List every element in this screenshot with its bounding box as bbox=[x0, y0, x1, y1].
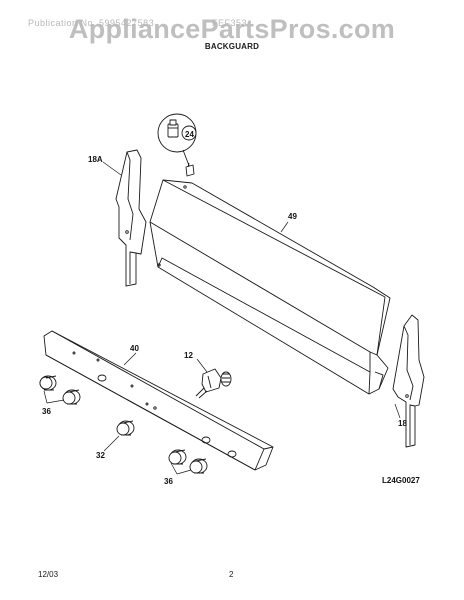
drawing-code: L24G0027 bbox=[382, 476, 420, 485]
callout-24: 24 bbox=[185, 130, 194, 139]
knob-2 bbox=[62, 389, 81, 405]
end-cap-right bbox=[392, 314, 425, 448]
switch-part bbox=[185, 162, 195, 177]
callout-49: 49 bbox=[288, 212, 297, 221]
callout-40: 40 bbox=[130, 344, 139, 353]
knob-4 bbox=[168, 449, 187, 465]
page-number: 2 bbox=[229, 570, 234, 579]
switch-assembly bbox=[195, 368, 232, 399]
knob-1 bbox=[39, 375, 57, 391]
watermark: AppliancePartsPros.com bbox=[68, 14, 396, 44]
callout-18a: 18A bbox=[88, 155, 103, 164]
callout-36-bottom: 36 bbox=[164, 477, 173, 486]
leader-lines bbox=[43, 161, 401, 475]
callout-36-left: 36 bbox=[42, 407, 51, 416]
callout-12: 12 bbox=[184, 351, 193, 360]
knob-3 bbox=[116, 420, 135, 436]
section-title: BACKGUARD bbox=[204, 42, 260, 51]
callout-18: 18 bbox=[398, 419, 407, 428]
backguard-panel bbox=[149, 179, 391, 395]
callout-32: 32 bbox=[96, 451, 105, 460]
knob-5 bbox=[189, 458, 208, 474]
switch-detail-circle bbox=[157, 113, 197, 169]
footer-date: 12/03 bbox=[38, 570, 59, 579]
end-cap-left bbox=[115, 149, 147, 287]
control-panel-bar bbox=[43, 330, 274, 471]
model-number: FEF353 bbox=[212, 18, 248, 28]
publication-number: Publication No. 5995427583 bbox=[28, 18, 155, 28]
